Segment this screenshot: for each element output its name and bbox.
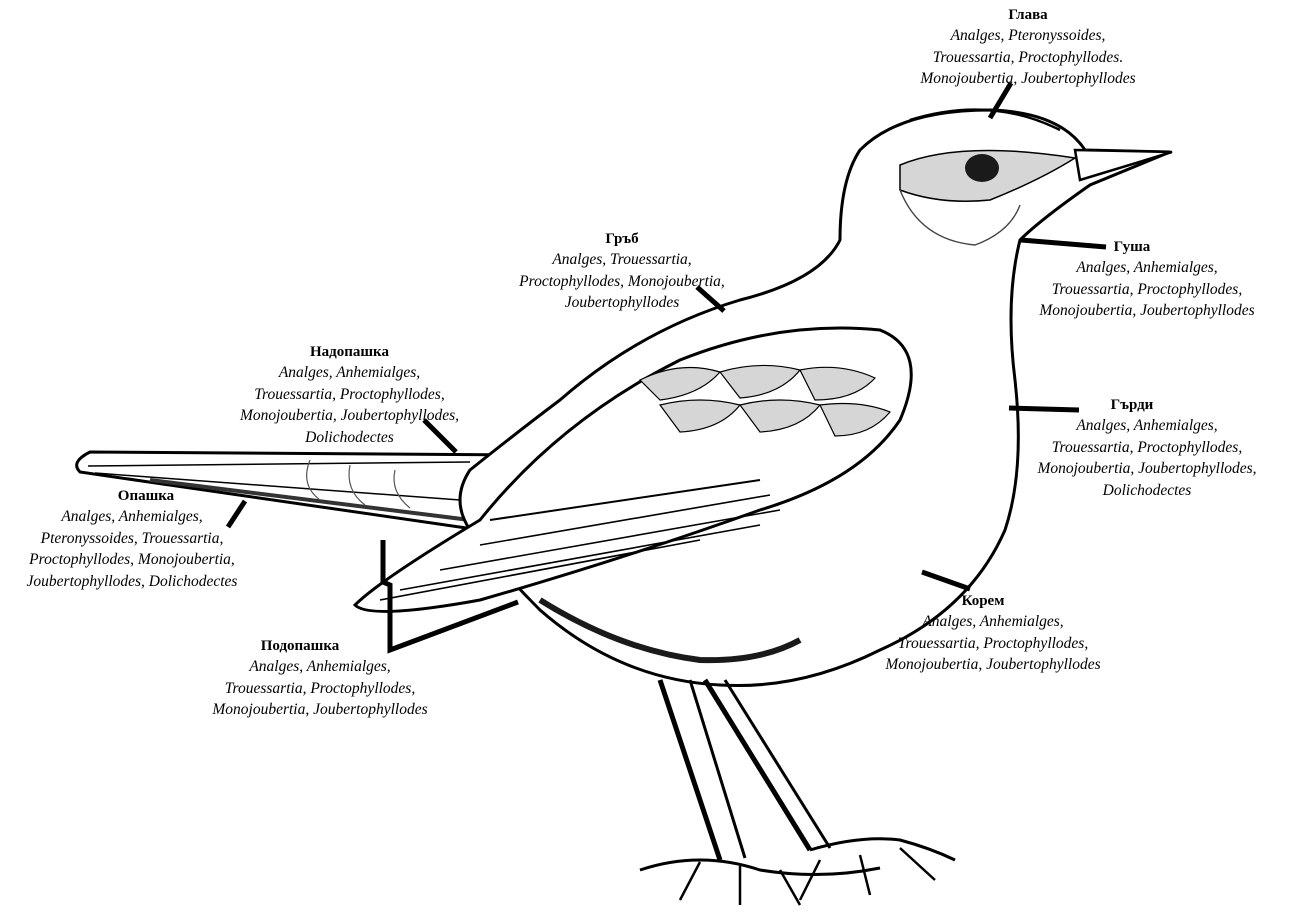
belly-title: Корем: [838, 591, 1128, 611]
back-genus-line: Proctophyllodes, Monojoubertia,: [492, 271, 752, 293]
throat-genus-line: Analges, Anhemialges,: [1012, 257, 1282, 279]
head-label: Глава Analges, Pteronyssoides, Trouessar…: [878, 5, 1178, 90]
breast-label: Гърди Analges, Anhemialges, Trouessartia…: [1012, 395, 1282, 501]
throat-label: Гуша Analges, Anhemialges, Trouessartia,…: [1012, 237, 1282, 322]
belly-genus-line: Analges, Anhemialges,: [858, 611, 1128, 633]
back-genus-line: Joubertophyllodes: [492, 292, 752, 314]
rump-label: Надопашка Analges, Anhemialges, Trouessa…: [212, 342, 487, 448]
tail-genus-line: Pteronyssoides, Trouessartia,: [2, 528, 262, 550]
breast-genus-line: Analges, Anhemialges,: [1012, 415, 1282, 437]
belly-label: Корем Analges, Anhemialges, Trouessartia…: [858, 591, 1128, 676]
tail-genus-line: Proctophyllodes, Monojoubertia,: [2, 549, 262, 571]
breast-genus-line: Trouessartia, Proctophyllodes,: [1012, 437, 1282, 459]
breast-genus-line: Dolichodectes: [1012, 480, 1282, 502]
tail-genus-line: Joubertophyllodes, Dolichodectes: [2, 571, 262, 593]
undertail-genus-line: Trouessartia, Proctophyllodes,: [185, 678, 455, 700]
breast-title: Гърди: [982, 395, 1282, 415]
tail-genus-line: Analges, Anhemialges,: [2, 506, 262, 528]
tail-title: Опашка: [30, 486, 262, 506]
belly-genus-line: Monojoubertia, Joubertophyllodes: [858, 654, 1128, 676]
back-label: Гръб Analges, Trouessartia, Proctophyllo…: [492, 229, 752, 314]
undertail-genus-line: Monojoubertia, Joubertophyllodes: [185, 699, 455, 721]
undertail-label: Подопашка Analges, Anhemialges, Trouessa…: [185, 636, 455, 721]
undertail-genus-line: Analges, Anhemialges,: [185, 656, 455, 678]
breast-genus-line: Monojoubertia, Joubertophyllodes,: [1012, 458, 1282, 480]
throat-title: Гуша: [982, 237, 1282, 257]
rump-genus-line: Trouessartia, Proctophyllodes,: [212, 384, 487, 406]
rump-genus-line: Analges, Anhemialges,: [212, 362, 487, 384]
undertail-title: Подопашка: [145, 636, 455, 656]
belly-genus-line: Trouessartia, Proctophyllodes,: [858, 633, 1128, 655]
head-genus-line: Trouessartia, Proctophyllodes.: [878, 47, 1178, 69]
head-genus-line: Analges, Pteronyssoides,: [878, 25, 1178, 47]
head-title: Глава: [878, 5, 1178, 25]
back-genus-line: Analges, Trouessartia,: [492, 249, 752, 271]
head-genus-line: Monojoubertia, Joubertophyllodes: [878, 68, 1178, 90]
rump-genus-line: Dolichodectes: [212, 427, 487, 449]
back-title: Гръб: [492, 229, 752, 249]
throat-genus-line: Monojoubertia, Joubertophyllodes: [1012, 300, 1282, 322]
rump-genus-line: Monojoubertia, Joubertophyllodes,: [212, 405, 487, 427]
tail-label: Опашка Analges, Anhemialges, Pteronyssoi…: [2, 486, 262, 592]
throat-genus-line: Trouessartia, Proctophyllodes,: [1012, 279, 1282, 301]
rump-title: Надопашка: [212, 342, 487, 362]
